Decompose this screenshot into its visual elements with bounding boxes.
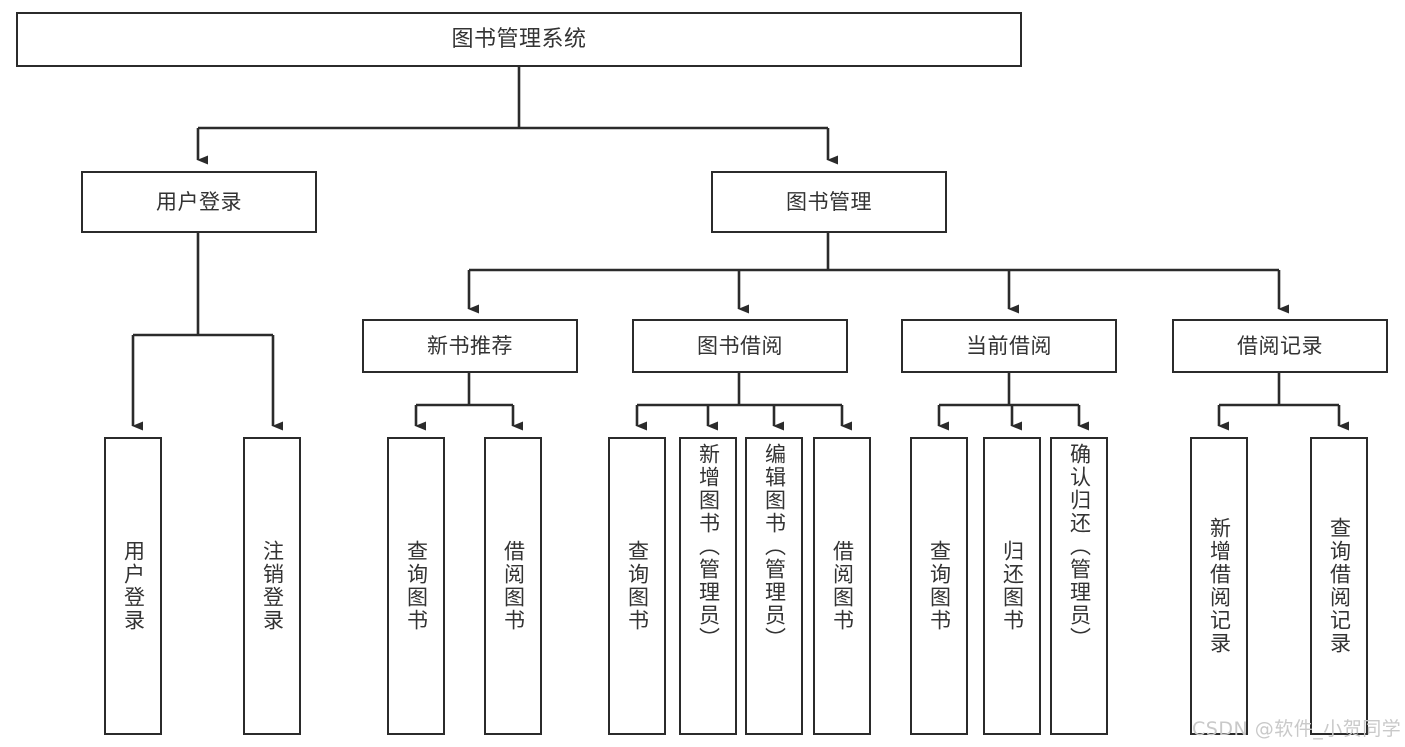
node-label: 归还图书 — [1000, 540, 1025, 632]
node-label: 当前借阅 — [966, 333, 1052, 358]
node-leaf-4[interactable]: 借阅图书 — [484, 437, 542, 735]
node-label: 新书推荐 — [427, 333, 513, 358]
node-label: 查询图书 — [927, 540, 952, 632]
node-label: 借阅图书 — [501, 540, 526, 632]
node-leaf-11[interactable]: 确认归还（管理员） — [1050, 437, 1108, 735]
node-label: 借阅图书 — [830, 540, 855, 632]
node-label: 注销登录 — [260, 540, 285, 632]
node-leaf-7[interactable]: 编辑图书（管理员） — [745, 437, 803, 735]
node-level2-2[interactable]: 图书管理 — [711, 171, 947, 233]
node-label: 图书管理系统 — [451, 26, 587, 52]
node-level3-4[interactable]: 借阅记录 — [1172, 319, 1388, 373]
node-label: 用户登录 — [121, 540, 146, 632]
node-leaf-2[interactable]: 注销登录 — [243, 437, 301, 735]
node-label: 编辑图书（管理员） — [762, 443, 787, 650]
node-leaf-1[interactable]: 用户登录 — [104, 437, 162, 735]
node-label: 确认归还（管理员） — [1067, 443, 1092, 650]
node-label: 查询图书 — [404, 540, 429, 632]
node-leaf-9[interactable]: 查询图书 — [910, 437, 968, 735]
node-root[interactable]: 图书管理系统 — [16, 12, 1022, 67]
node-level3-2[interactable]: 图书借阅 — [632, 319, 848, 373]
node-level2-1[interactable]: 用户登录 — [81, 171, 317, 233]
node-label: 查询借阅记录 — [1327, 517, 1352, 655]
node-level3-3[interactable]: 当前借阅 — [901, 319, 1117, 373]
node-leaf-8[interactable]: 借阅图书 — [813, 437, 871, 735]
node-level3-1[interactable]: 新书推荐 — [362, 319, 578, 373]
node-label: 新增借阅记录 — [1207, 517, 1232, 655]
node-label: 查询图书 — [625, 540, 650, 632]
node-label: 借阅记录 — [1237, 333, 1323, 358]
node-leaf-5[interactable]: 查询图书 — [608, 437, 666, 735]
node-label: 用户登录 — [156, 189, 242, 214]
node-leaf-3[interactable]: 查询图书 — [387, 437, 445, 735]
node-label: 图书借阅 — [697, 333, 783, 358]
node-leaf-10[interactable]: 归还图书 — [983, 437, 1041, 735]
node-leaf-6[interactable]: 新增图书（管理员） — [679, 437, 737, 735]
node-label: 图书管理 — [786, 189, 872, 214]
node-leaf-12[interactable]: 新增借阅记录 — [1190, 437, 1248, 735]
node-label: 新增图书（管理员） — [696, 443, 721, 650]
node-leaf-13[interactable]: 查询借阅记录 — [1310, 437, 1368, 735]
